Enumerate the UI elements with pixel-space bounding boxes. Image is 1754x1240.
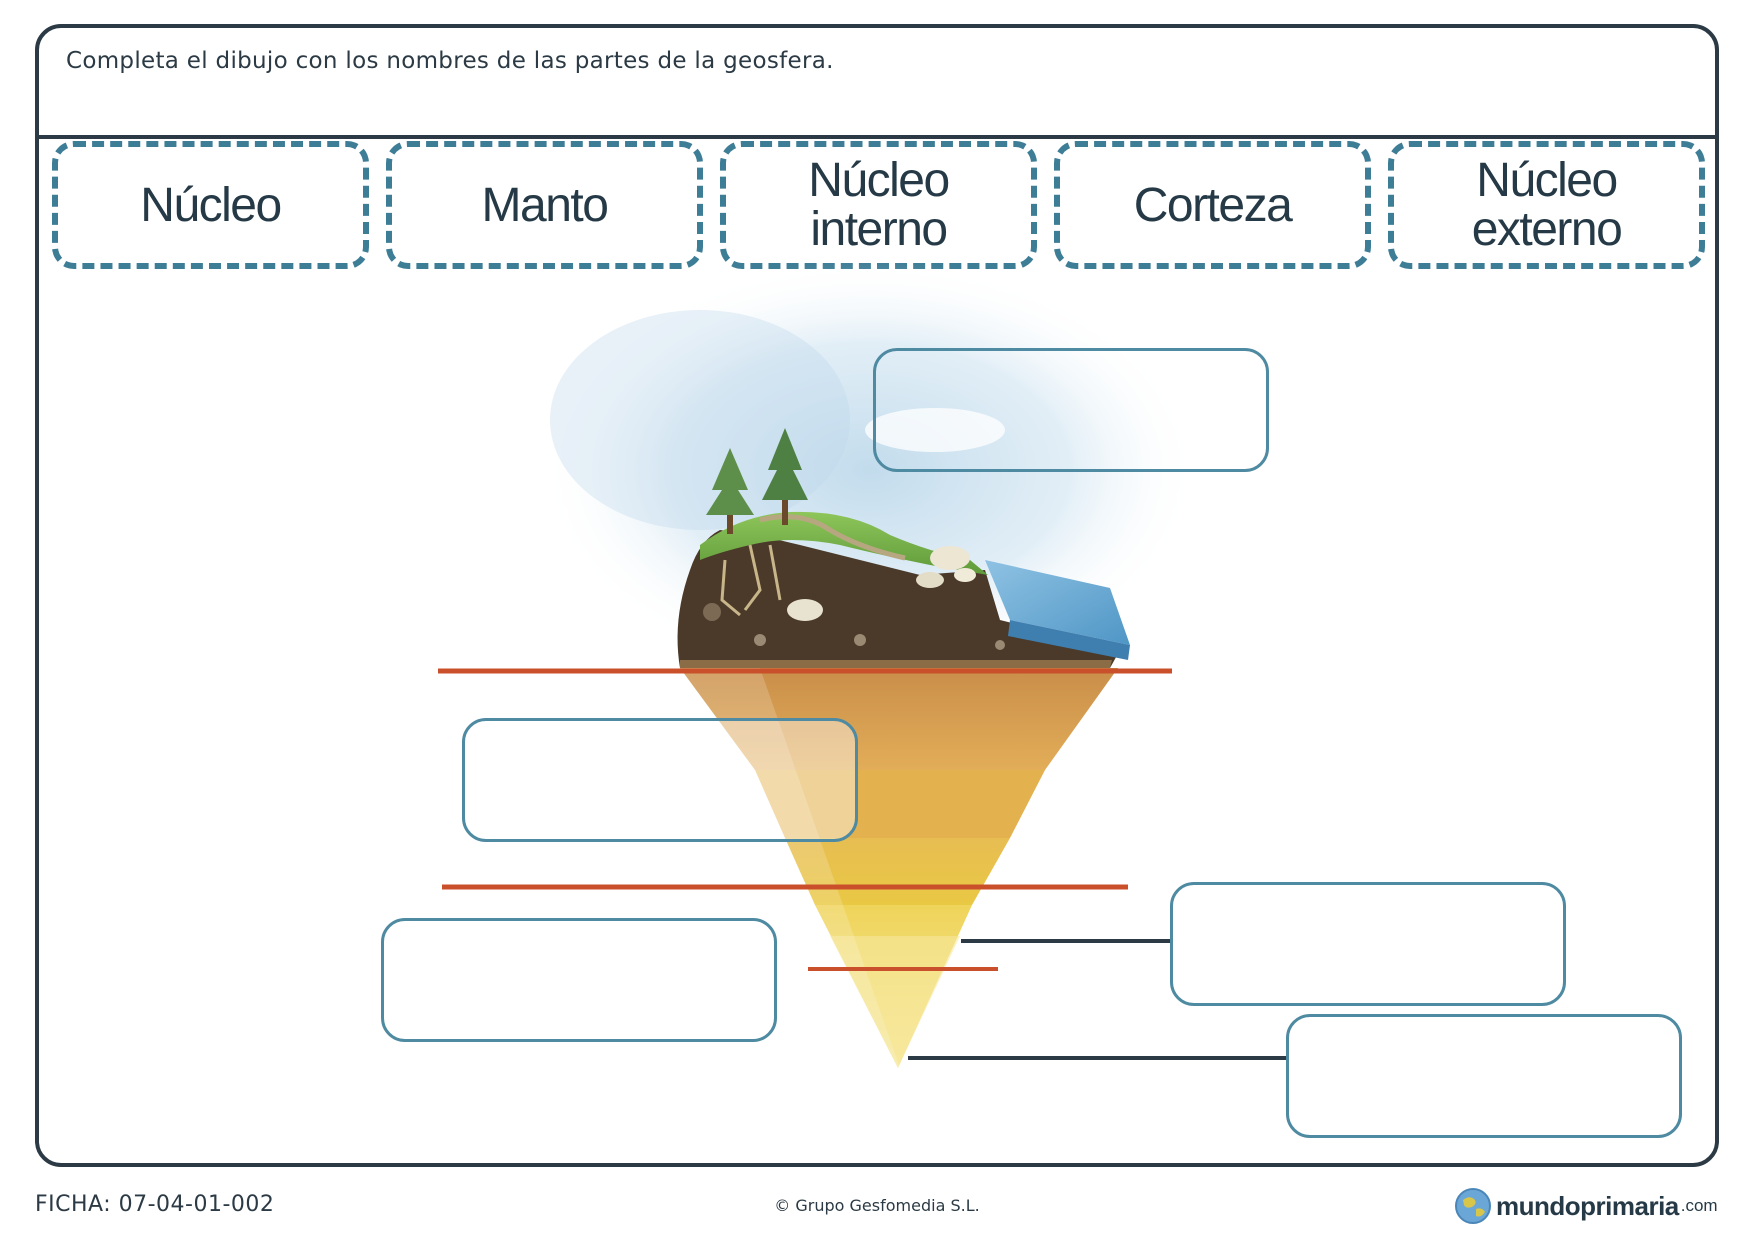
word-card-corteza[interactable]: Corteza	[1054, 141, 1371, 269]
pebble	[995, 640, 1005, 650]
tree-left	[706, 448, 754, 515]
mantle-layer	[680, 668, 1118, 770]
fossil	[787, 599, 823, 621]
worksheet-code: FICHA: 07-04-01-002	[35, 1192, 275, 1217]
water-block	[985, 560, 1130, 645]
answer-box-inner-core[interactable]	[1286, 1014, 1682, 1138]
tree-trunk	[782, 495, 788, 525]
instruction-text: Completa el dibujo con los nombres de la…	[66, 48, 834, 74]
pine-trees	[706, 428, 808, 534]
brand-name: mundoprimaria	[1496, 1190, 1679, 1221]
pebble	[703, 603, 721, 621]
answer-box-core[interactable]	[381, 918, 777, 1042]
rock	[916, 572, 944, 588]
word-card-nucleo-externo[interactable]: Núcleo externo	[1388, 141, 1705, 269]
copyright: © Grupo Gesfomedia S.L.	[774, 1196, 980, 1215]
tree-trunk	[727, 510, 733, 534]
word-card-nucleo-interno[interactable]: Núcleo interno	[720, 141, 1037, 269]
answer-box-mantle[interactable]	[462, 718, 858, 842]
grass-top	[700, 511, 988, 575]
roots	[720, 544, 782, 617]
word-card-nucleo[interactable]: Núcleo	[52, 141, 369, 269]
pebble	[754, 634, 766, 646]
word-card-manto[interactable]: Manto	[386, 141, 703, 269]
rock	[930, 546, 970, 570]
water-front	[1008, 620, 1130, 660]
crust-block	[677, 511, 1130, 668]
rock	[954, 568, 976, 582]
cloud	[865, 408, 1005, 452]
mantle-lower-layer	[755, 770, 1045, 838]
instruction-band: Completa el dibujo con los nombres de la…	[39, 28, 1715, 139]
answer-box-outer-core[interactable]	[1170, 882, 1566, 1006]
globe-icon	[1455, 1188, 1491, 1224]
answer-box-crust[interactable]	[873, 348, 1269, 472]
brand-logo[interactable]: mundoprimaria .com	[1454, 1187, 1718, 1225]
worksheet-frame: Completa el dibujo con los nombres de la…	[35, 24, 1719, 1167]
tree-right	[762, 428, 808, 500]
soil-edge	[680, 660, 1112, 668]
brand-tld: .com	[1680, 1196, 1718, 1215]
pebble	[854, 634, 866, 646]
